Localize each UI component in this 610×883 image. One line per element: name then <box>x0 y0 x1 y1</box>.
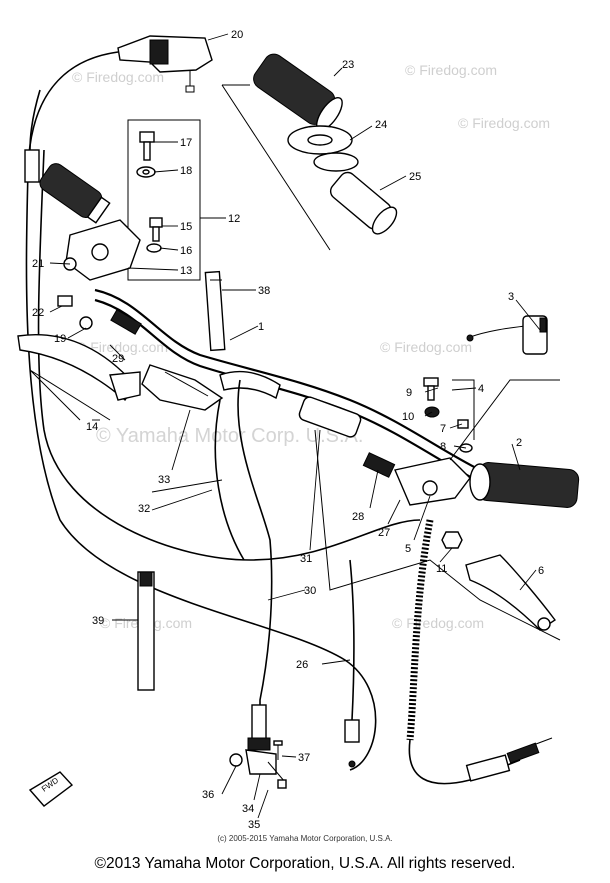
right-grip-2 <box>469 462 580 508</box>
callout-2: 2 <box>516 437 522 449</box>
callout-16: 16 <box>180 245 192 257</box>
throttle-tube-31 <box>219 370 396 478</box>
throttle-sleeve-25 <box>329 171 398 235</box>
watermark-firedog-3: © Firedog.com <box>458 115 550 131</box>
callout-38: 38 <box>258 285 270 297</box>
callout-39: 39 <box>92 615 104 627</box>
cable-26 <box>349 559 355 721</box>
left-throttle-cable <box>25 51 377 771</box>
left-clutch-cable-loop <box>37 149 421 561</box>
switch-3 <box>466 315 548 355</box>
callout-20: 20 <box>231 29 243 41</box>
right-lever-perch <box>394 457 471 506</box>
bolt-7 <box>457 419 469 429</box>
exploded-box-23-25 <box>221 84 331 251</box>
right-lever-6 <box>465 554 557 631</box>
callout-26: 26 <box>296 659 308 671</box>
boundary-30 <box>314 429 561 641</box>
handlebar-parts-diagram: © Firedog.com © Firedog.com © Firedog.co… <box>17 29 580 831</box>
leader-lines <box>49 33 541 819</box>
cable-26-end <box>344 719 360 743</box>
watermark-yamaha: © Yamaha Motor Corp. U.S.A. <box>96 425 363 447</box>
callout-7: 7 <box>440 423 446 435</box>
cable-strap-38 <box>204 270 226 352</box>
callout-18: 18 <box>180 165 192 177</box>
callout-24: 24 <box>375 119 387 131</box>
callout-8: 8 <box>440 441 446 453</box>
screw-22 <box>57 295 73 307</box>
nut-16 <box>146 243 162 253</box>
clutch-cable-coiled <box>406 519 553 785</box>
callout-25: 25 <box>409 171 421 183</box>
callout-11: 11 <box>436 563 447 575</box>
cable-30 <box>237 379 273 720</box>
left-lever-14 <box>17 334 141 402</box>
boundary-right <box>449 379 560 461</box>
callout-14: 14 <box>86 421 98 433</box>
watermark-layer: © Firedog.com © Firedog.com © Firedog.co… <box>72 62 550 631</box>
callout-5: 5 <box>405 543 411 555</box>
callout-1: 1 <box>258 321 264 333</box>
adjuster-29 <box>110 309 142 335</box>
callout-17: 17 <box>180 137 192 149</box>
callout-10: 10 <box>402 411 414 423</box>
callout-31: 31 <box>300 553 312 565</box>
cable-adjuster <box>24 149 40 183</box>
throttle-housing-20 <box>117 35 213 93</box>
bolt-9 <box>423 377 439 401</box>
callout-3: 3 <box>508 291 514 303</box>
callout-33: 33 <box>158 474 170 486</box>
cable-26-tip <box>348 760 356 768</box>
handlebar-1 <box>94 288 481 471</box>
callout-4: 4 <box>478 383 484 395</box>
clamp-33 <box>141 364 224 411</box>
exploded-box-4 <box>452 379 475 440</box>
callout-28: 28 <box>352 511 364 523</box>
callout-37: 37 <box>298 752 310 764</box>
source-note: (c) 2005-2015 Yamaha Motor Corporation, … <box>217 834 393 843</box>
callout-22: 22 <box>32 307 44 319</box>
grip-23 <box>253 53 343 131</box>
callout-15: 15 <box>180 221 192 233</box>
callout-27: 27 <box>378 527 390 539</box>
copyright-notice: ©2013 Yamaha Motor Corporation, U.S.A. A… <box>94 855 516 872</box>
washer-19 <box>79 316 93 330</box>
washer-18 <box>136 166 156 178</box>
watermark-firedog-4: © Firedog.com <box>380 339 472 355</box>
callout-6: 6 <box>538 565 544 577</box>
callout-9: 9 <box>406 387 412 399</box>
watermark-firedog-7: © Firedog.com <box>392 615 484 631</box>
front-direction-arrow: FWD <box>28 771 74 807</box>
screw-37 <box>273 740 283 760</box>
cable-strap-39 <box>137 571 155 691</box>
callout-35: 35 <box>248 819 260 831</box>
bolt-15 <box>149 217 163 242</box>
exploded-box-12 <box>127 119 201 281</box>
watermark-firedog-5: © Firedog.com <box>76 339 168 355</box>
watermark-firedog-2: © Firedog.com <box>405 62 497 78</box>
cable-end-34 <box>229 704 287 789</box>
watermark-firedog-1: © Firedog.com <box>72 69 164 85</box>
left-grip-upper <box>39 163 111 224</box>
nut-11 <box>441 531 463 549</box>
callout-19: 19 <box>54 333 66 345</box>
bolt-17 <box>139 131 155 161</box>
boundary-14 <box>29 369 111 421</box>
throttle-cable-segment <box>29 89 41 151</box>
handlebar-1-outline <box>94 298 481 483</box>
callout-21: 21 <box>32 258 44 270</box>
collar-24 <box>287 125 359 172</box>
callout-labels: 20 23 24 25 17 18 12 15 16 13 21 38 1 22… <box>32 29 544 831</box>
callout-34: 34 <box>242 803 254 815</box>
left-lever-bracket <box>63 219 141 281</box>
callout-13: 13 <box>180 265 192 277</box>
callout-32: 32 <box>138 503 150 515</box>
cable-32 <box>214 399 245 561</box>
callout-12: 12 <box>228 213 240 225</box>
callout-23: 23 <box>342 59 354 71</box>
callout-30: 30 <box>304 585 316 597</box>
callout-29: 29 <box>112 353 124 365</box>
callout-36: 36 <box>202 789 214 801</box>
